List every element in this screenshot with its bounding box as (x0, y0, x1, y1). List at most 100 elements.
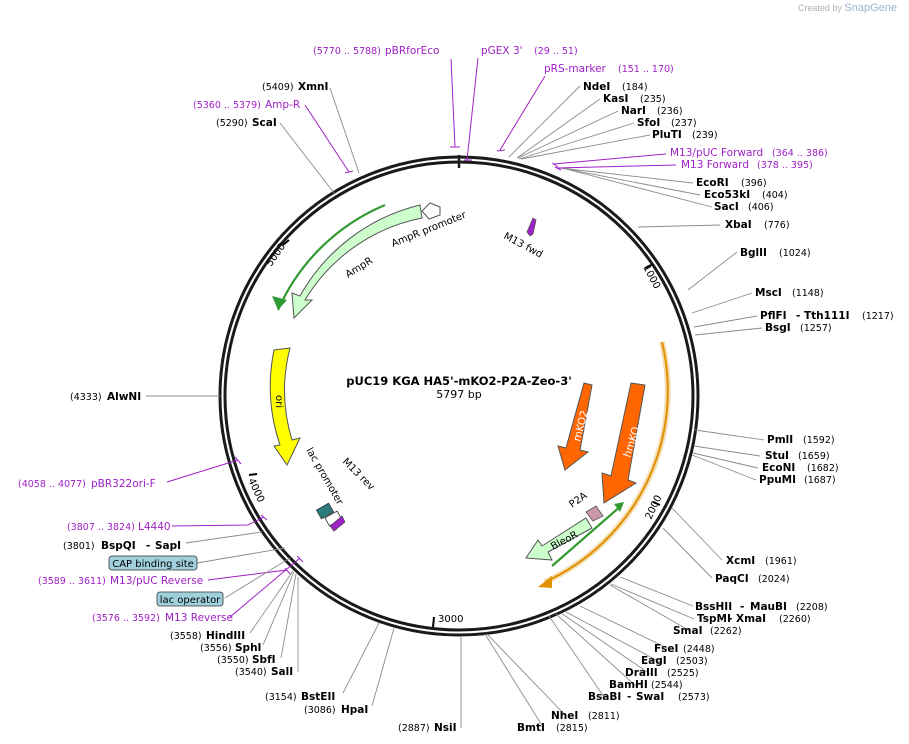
primer-m13-reverse-range: (3576 .. 3592) (92, 613, 160, 624)
primer-pgex3[interactable]: pGEX 3' (481, 45, 523, 57)
primer-m13puc-reverse[interactable]: M13/pUC Reverse (110, 575, 203, 587)
enzyme-pluti[interactable]: PluTI (652, 129, 682, 141)
enzyme-ecori-pos: (396) (741, 178, 767, 189)
p2a-feature[interactable] (585, 505, 604, 522)
enzyme-sapi[interactable]: SapI (155, 540, 181, 552)
enzyme-econi[interactable]: EcoNI (762, 462, 795, 474)
enzyme-bsgi[interactable]: BsgI (765, 322, 791, 334)
primer-l4440[interactable]: L4440 (138, 521, 171, 533)
enzyme-xcmi-pos: (1961) (765, 556, 797, 567)
lac-operator-box[interactable] (315, 502, 335, 520)
enzyme-alwni[interactable]: AlwNI (107, 391, 141, 403)
primer-m13puc-reverse-range: (3589 .. 3611) (38, 576, 106, 587)
enzyme-bglii-pos: (1024) (779, 248, 811, 259)
plasmid-length: 5797 bp (436, 388, 481, 401)
ori-feature[interactable] (269, 347, 301, 466)
enzyme-nari[interactable]: NarI (621, 105, 646, 117)
ampr-promoter-feature[interactable] (421, 202, 441, 220)
enzyme-paqci[interactable]: PaqCI (715, 573, 749, 585)
enzyme-bsshii[interactable]: BssHII (695, 601, 732, 613)
svg-text:-: - (146, 540, 150, 552)
enzyme-ndei[interactable]: NdeI (583, 81, 610, 93)
lac-operator-label: lac operator (160, 595, 221, 606)
svg-text:-: - (796, 310, 800, 322)
enzyme-msci[interactable]: MscI (755, 287, 782, 299)
enzyme-tth111i[interactable]: Tth111I (804, 310, 849, 322)
orf-arrow (544, 341, 669, 583)
svg-text:-: - (728, 613, 732, 625)
ampr-feature[interactable] (291, 204, 423, 320)
enzyme-pmli[interactable]: PmlI (767, 434, 793, 446)
lac-operator-feature-box[interactable] (156, 591, 224, 607)
primer-pbr322ori-f[interactable]: pBR322ori-F (91, 478, 156, 490)
enzyme-ecori[interactable]: EcoRI (696, 177, 729, 189)
ampr-green-arrowhead (272, 296, 287, 310)
primer-amp-r[interactable]: Amp-R (265, 99, 300, 111)
enzyme-scai[interactable]: ScaI (252, 117, 277, 129)
primer-pbrforeco-range: (5770 .. 5788) (313, 46, 381, 57)
cap-binding-site-box[interactable] (108, 555, 198, 571)
ampr-green-arrow (276, 203, 386, 311)
enzyme-stui[interactable]: StuI (765, 450, 789, 462)
enzyme-bsabi-pos: (2573) (678, 692, 710, 703)
enzyme-nsii[interactable]: NsiI (434, 722, 457, 734)
tick-5000: 5000 (264, 242, 288, 269)
enzyme-nhei[interactable]: NheI (551, 710, 578, 722)
cap-binding-site-label: CAP binding site (112, 559, 194, 570)
enzyme-sphi[interactable]: SphI (235, 642, 261, 654)
enzyme-bsteii-pos: (3154) (265, 692, 297, 703)
primer-prs-marker[interactable]: pRS-marker (544, 63, 607, 75)
enzyme-stui-pos: (1659) (798, 451, 830, 462)
enzyme-hindiii[interactable]: HindIII (206, 630, 245, 642)
primer-pbrforeco[interactable]: pBRforEco (385, 45, 439, 57)
enzyme-nari-pos: (236) (657, 106, 683, 117)
primer-pgex3-range: (29 .. 51) (534, 46, 578, 57)
lac-promoter-label: lac promoter (303, 446, 345, 508)
enzyme-tspmi-pos: (2260) (779, 614, 811, 625)
enzyme-kasi[interactable]: KasI (603, 93, 628, 105)
mko2-feature[interactable] (557, 382, 593, 471)
enzyme-xmai[interactable]: XmaI (736, 613, 766, 625)
enzyme-bspqi-pos: (3801) (63, 541, 95, 552)
enzyme-xbai[interactable]: XbaI (725, 219, 752, 231)
enzyme-tspmi[interactable]: TspMI (697, 613, 731, 625)
primer-m13-forward[interactable]: M13 Forward (681, 159, 749, 171)
enzyme-draiii[interactable]: DraIII (625, 667, 658, 679)
enzyme-ppumi[interactable]: PpuMI (759, 474, 796, 486)
enzyme-xmni[interactable]: XmnI (298, 81, 328, 93)
enzyme-xcmi[interactable]: XcmI (726, 555, 755, 567)
enzyme-xbai-pos: (776) (764, 220, 790, 231)
enzyme-bsteii[interactable]: BstEII (301, 691, 335, 703)
enzyme-maubi[interactable]: MauBI (750, 601, 787, 613)
enzyme-msci-pos: (1148) (792, 288, 824, 299)
enzyme-bamhi[interactable]: BamHI (609, 679, 648, 691)
enzyme-nsii-pos: (2887) (398, 723, 430, 734)
enzyme-smai-pos: (2262) (710, 626, 742, 637)
enzyme-econi-pos: (1682) (807, 463, 839, 474)
enzyme-bspqi[interactable]: BspQI (101, 540, 136, 552)
enzyme-eagi[interactable]: EagI (641, 655, 667, 667)
primer-m13puc-forward[interactable]: M13/pUC Forward (670, 147, 763, 159)
enzyme-pflfi[interactable]: PflFI (760, 310, 787, 322)
enzyme-eco53ki[interactable]: Eco53kI (704, 189, 750, 201)
enzyme-ppumi-pos: (1687) (804, 475, 836, 486)
enzyme-sali[interactable]: SalI (271, 666, 293, 678)
m13-fwd-primer[interactable] (526, 217, 537, 237)
enzyme-xmni-pos: (5409) (262, 82, 294, 93)
bleor-feature[interactable] (525, 517, 593, 561)
enzyme-bglii[interactable]: BglII (740, 247, 767, 259)
enzyme-sbfi[interactable]: SbfI (252, 654, 276, 666)
enzyme-swai[interactable]: SwaI (636, 691, 664, 703)
enzyme-hpai[interactable]: HpaI (341, 704, 368, 716)
enzyme-bsabi[interactable]: BsaBI (588, 691, 621, 703)
primer-m13-reverse[interactable]: M13 Reverse (165, 612, 233, 624)
enzyme-sphi-pos: (3556) (200, 643, 232, 654)
enzyme-bmti[interactable]: BmtI (517, 722, 545, 734)
hmko-feature[interactable] (601, 382, 646, 504)
m13-rev-primer[interactable] (329, 515, 346, 532)
enzyme-smai[interactable]: SmaI (673, 625, 703, 637)
enzyme-saci[interactable]: SacI (714, 201, 739, 213)
enzyme-sfoi[interactable]: SfoI (637, 117, 660, 129)
enzyme-fsei[interactable]: FseI (654, 643, 678, 655)
primer-lines (166, 57, 677, 618)
